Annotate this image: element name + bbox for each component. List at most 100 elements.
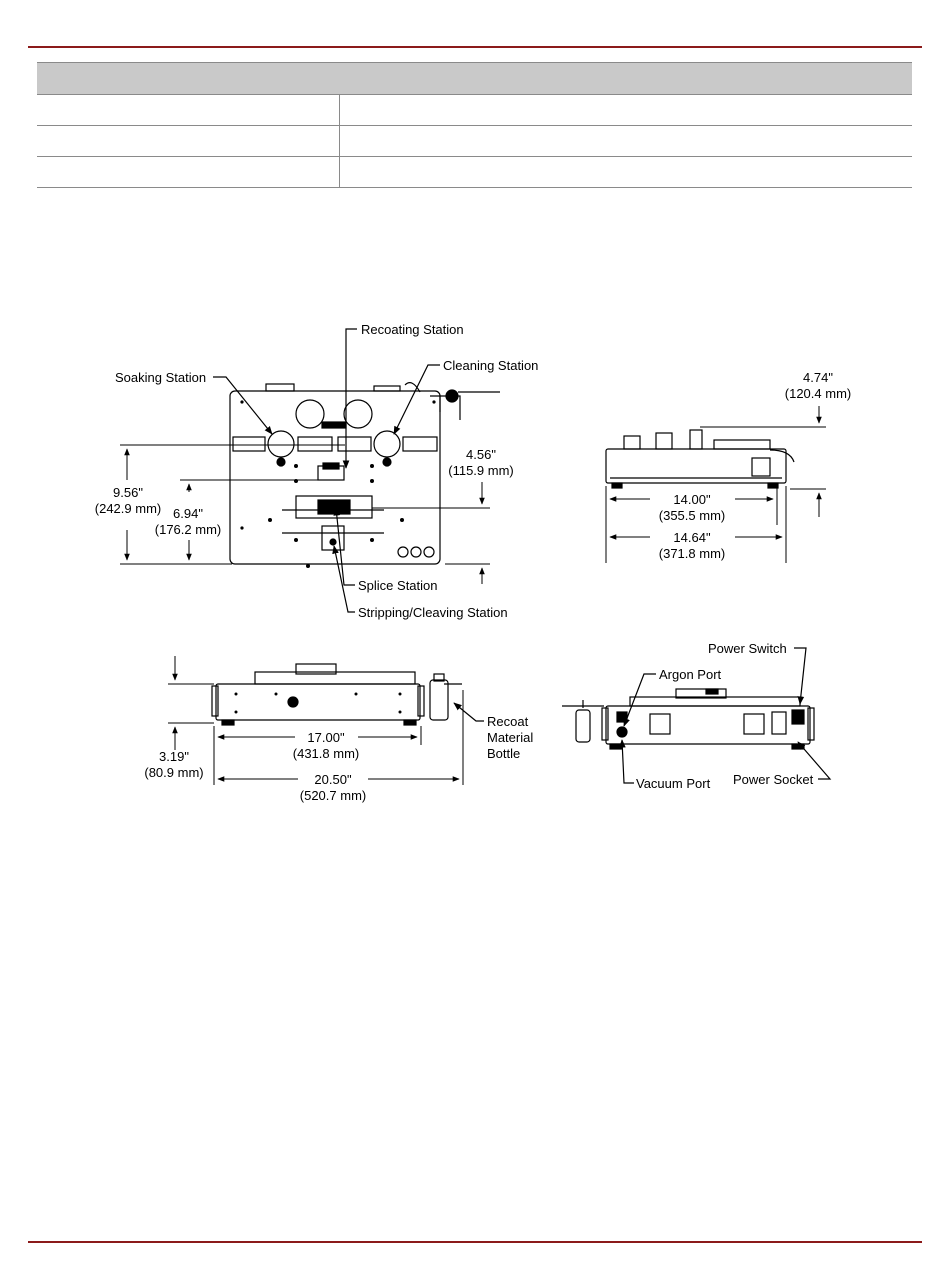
dim-front-height-mm: (80.9 mm) — [144, 765, 203, 780]
side-view-part — [689, 429, 703, 450]
dim-side-height-mm: (120.4 mm) — [785, 386, 851, 401]
header-rule — [28, 46, 922, 48]
spec-table — [37, 62, 912, 188]
dim-front-width-in: 17.00" — [307, 730, 345, 745]
side-view — [605, 429, 795, 489]
front-view — [211, 663, 462, 726]
rear-view-power-switch — [791, 709, 805, 725]
callout-power-socket: Power Socket — [733, 772, 814, 787]
spec-table-header — [37, 62, 912, 95]
top-view-port — [423, 546, 435, 558]
footer-rule — [28, 1241, 922, 1243]
table-cell — [339, 94, 912, 126]
leader-vacuum — [618, 739, 634, 784]
rear-view-argon-port — [616, 726, 628, 738]
top-view-cleaning-cable — [404, 382, 500, 393]
top-view-plate — [297, 436, 333, 452]
callout-stripping: Stripping/Cleaving Station — [358, 605, 508, 620]
dim-side-depth-total-in: 14.64" — [673, 530, 711, 545]
rear-view-bottle-arm — [562, 700, 604, 708]
front-view-screws — [234, 692, 402, 714]
callout-splice: Splice Station — [358, 578, 438, 593]
front-view-dimensions — [168, 656, 484, 785]
dim-side-depth-in: 14.00" — [673, 492, 711, 507]
front-view-port — [287, 696, 299, 708]
rear-view-socket-panel — [771, 711, 787, 735]
callout-power-switch: Power Switch — [708, 641, 787, 656]
side-view-dimensions — [605, 406, 826, 563]
front-view-housing — [215, 683, 421, 721]
rear-view-fan — [743, 713, 765, 735]
table-cell — [37, 94, 340, 126]
top-view — [229, 382, 500, 568]
table-row — [37, 156, 912, 188]
callout-vacuum-port: Vacuum Port — [636, 776, 711, 791]
top-view-knob — [382, 457, 392, 467]
top-view-spool-left — [295, 399, 325, 429]
leader-soaking — [213, 376, 273, 435]
top-view-stripper-knob — [329, 538, 337, 546]
top-view-cleaning-arm — [430, 395, 461, 420]
side-view-part — [655, 432, 673, 450]
top-view-cleaning-wheel — [373, 430, 401, 458]
rear-view-bottle — [575, 709, 591, 743]
front-view-bottle-cap — [433, 673, 445, 682]
rear-view-top-knob — [705, 688, 719, 695]
front-view-foot — [221, 719, 235, 726]
dim-overall-height-in: 9.56" — [113, 485, 143, 500]
side-view-foot — [767, 482, 779, 489]
top-view-port — [397, 546, 409, 558]
front-view-end-cap — [417, 685, 425, 717]
side-view-foot — [611, 482, 623, 489]
callout-bottle-line-3: Bottle — [487, 746, 520, 761]
rear-view-leaders — [618, 647, 832, 784]
front-view-foot — [403, 719, 417, 726]
dim-side-depth-total-mm: (371.8 mm) — [659, 546, 725, 561]
side-view-part — [623, 435, 641, 450]
top-view-leaders — [213, 328, 440, 613]
front-view-top-part — [295, 663, 337, 675]
front-view-bottle — [429, 679, 449, 721]
top-view-soaking-wheel — [267, 430, 295, 458]
dim-right-height-mm: (115.9 mm) — [448, 463, 514, 478]
top-view-screws — [240, 400, 436, 568]
top-view-clip — [373, 385, 401, 392]
top-view-dimensions — [120, 444, 490, 584]
leader-stripping — [332, 545, 355, 613]
top-view-plate — [402, 436, 438, 452]
callout-recoating: Recoating Station — [361, 322, 464, 337]
table-cell — [339, 156, 912, 188]
dim-front-width-total-in: 20.50" — [314, 772, 352, 787]
top-view-splice-station — [295, 495, 373, 519]
top-view-housing — [229, 390, 441, 565]
dim-side-depth-mm: (355.5 mm) — [659, 508, 725, 523]
dim-overall-height-mm: (242.9 mm) — [95, 501, 161, 516]
top-view-recoat-block — [321, 421, 347, 429]
dim-inner-height-in: 6.94" — [173, 506, 203, 521]
front-view-end-cap — [211, 685, 219, 717]
callout-soaking: Soaking Station — [115, 370, 206, 385]
top-view-spool-right — [343, 399, 373, 429]
table-cell — [37, 156, 340, 188]
top-view-cleaning-knob — [445, 389, 459, 403]
dim-front-height-in: 3.19" — [159, 749, 189, 764]
leader-argon — [623, 673, 656, 727]
table-cell — [339, 125, 912, 157]
dim-side-height-in: 4.74" — [803, 370, 833, 385]
rear-view — [562, 688, 815, 750]
side-view-part — [713, 439, 771, 450]
callout-bottle-line-2: Material — [487, 730, 533, 745]
leader-bottle — [453, 702, 484, 722]
side-view-fan — [751, 457, 771, 477]
callout-cleaning: Cleaning Station — [443, 358, 538, 373]
dim-inner-height-mm: (176.2 mm) — [155, 522, 221, 537]
leader-splice — [333, 507, 355, 586]
leader-recoating — [342, 328, 357, 469]
rear-view-end-cap — [807, 707, 815, 741]
callout-bottle-line-1: Recoat — [487, 714, 529, 729]
top-view-stripper — [321, 525, 345, 551]
callout-argon-port: Argon Port — [659, 667, 722, 682]
table-cell — [37, 125, 340, 157]
table-row — [37, 94, 912, 126]
